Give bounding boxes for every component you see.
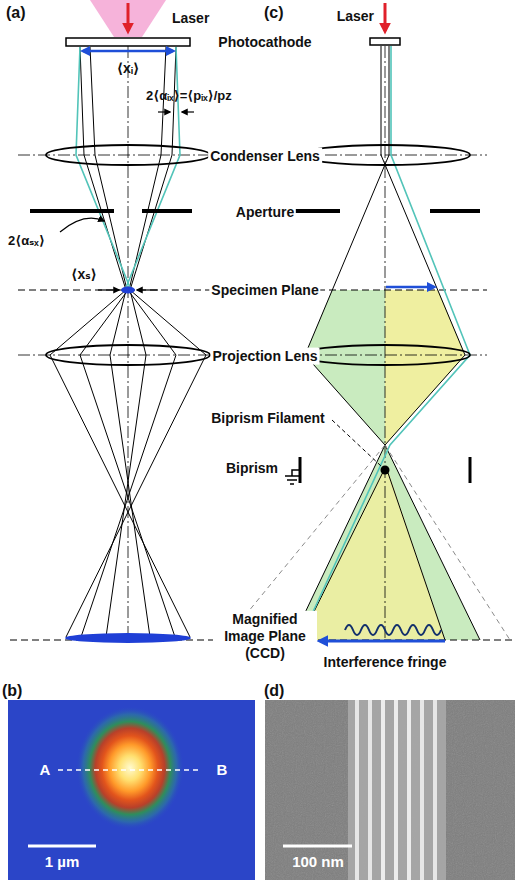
electron-ray <box>80 290 175 637</box>
electron-ray <box>387 470 445 640</box>
beam-fill <box>292 290 480 640</box>
tilted-ray <box>300 46 470 640</box>
lens <box>46 145 210 165</box>
component-label: Specimen Plane <box>209 282 320 299</box>
electron-ray <box>50 290 190 637</box>
dimension-arrow <box>158 111 170 112</box>
fringe-label: Interference fringe <box>324 654 447 671</box>
laser-label: Laser <box>337 8 374 25</box>
laser-beam <box>90 0 166 37</box>
electron-ray <box>90 47 127 290</box>
beam-fill <box>292 445 480 640</box>
biprism-symbol <box>285 475 299 477</box>
panel-letter: (a) <box>6 3 26 22</box>
electron-ray <box>110 290 150 637</box>
biprism-symbol <box>287 479 297 481</box>
fringe-image <box>265 700 515 880</box>
optical-axis <box>18 355 242 356</box>
component-label: Projection Lens <box>210 348 319 365</box>
angle-label: 2⟨αₛₓ⟩ <box>8 233 45 249</box>
leader-line <box>332 420 381 466</box>
point-label: B <box>217 761 228 778</box>
plane-line <box>10 290 512 640</box>
optical-axis <box>385 46 386 640</box>
component-label: Condenser Lens <box>208 148 322 165</box>
laser-beam <box>90 0 385 37</box>
electron-ray <box>66 290 206 637</box>
scale-label: 100 nm <box>292 853 344 870</box>
panel-letter: (d) <box>264 682 284 700</box>
fringe-image <box>265 700 515 880</box>
aperture-plate <box>30 209 114 213</box>
biprism-symbol <box>292 470 300 476</box>
scale-label: 1 µm <box>45 853 80 870</box>
electron-ray <box>80 47 126 290</box>
laser-beam <box>127 3 130 31</box>
biprism-symbol <box>285 457 470 484</box>
component-label: Magnified Image Plane (CCD) <box>213 611 317 661</box>
image-panel: (b)AB1 µm <box>8 700 255 880</box>
panel-letter: (b) <box>2 682 22 700</box>
image-panel: (d)100 nm <box>265 700 515 880</box>
dimension-arrow <box>60 218 104 232</box>
laser-label: Laser <box>172 10 209 27</box>
electron-ray <box>129 47 166 290</box>
electron-ray <box>305 46 480 640</box>
electron-ray <box>106 290 146 637</box>
size-label: ⟨xᵢ⟩ <box>117 60 140 77</box>
dimension-arrow <box>137 289 158 290</box>
photocathode <box>370 38 400 45</box>
dimension-arrow <box>182 111 194 112</box>
panel-letter: (c) <box>264 3 284 22</box>
biprism-symbol <box>469 457 472 483</box>
beam-spot <box>65 287 191 644</box>
size-arrow <box>83 51 445 641</box>
optical-axis <box>18 46 487 640</box>
optical-axis <box>128 46 129 640</box>
lens <box>46 345 210 365</box>
aperture-plate <box>430 209 480 213</box>
lens <box>300 145 470 165</box>
point-label: A <box>40 761 51 778</box>
beam-fill <box>300 470 445 640</box>
photocathode <box>66 38 190 46</box>
tilted-ray <box>125 47 180 290</box>
undeflected-path <box>385 445 510 640</box>
electron-ray <box>81 290 176 637</box>
aperture-plate <box>142 209 192 213</box>
beam-spot <box>65 633 191 643</box>
component-label: Aperture <box>234 204 296 221</box>
electron-ray <box>50 46 480 640</box>
component-label: Photocathode <box>216 34 313 51</box>
laser-beam <box>384 3 387 31</box>
size-label: ⟨xₛ⟩ <box>71 266 97 283</box>
tilted-ray <box>76 47 131 290</box>
size-arrow <box>320 640 445 643</box>
lens <box>300 345 470 365</box>
biprism-symbol <box>290 483 294 485</box>
electron-ray <box>130 47 176 290</box>
component-label: Biprism Filament <box>209 410 327 427</box>
size-arrow <box>83 50 173 53</box>
lens <box>46 145 470 365</box>
size-arrow <box>386 286 434 289</box>
dimension-arrow <box>60 112 194 290</box>
biprism-symbol <box>381 466 390 475</box>
electron-ray <box>292 46 465 640</box>
component-label: Biprism <box>224 460 280 477</box>
angle-label: 2⟨αᵢₓ⟩=⟨pᵢₓ⟩/pz <box>146 88 232 104</box>
beam-spot <box>121 287 135 294</box>
fringe-curve <box>345 625 441 635</box>
tilted-ray <box>76 46 470 640</box>
aperture-plate <box>290 209 340 213</box>
dimension-arrow <box>98 289 119 290</box>
